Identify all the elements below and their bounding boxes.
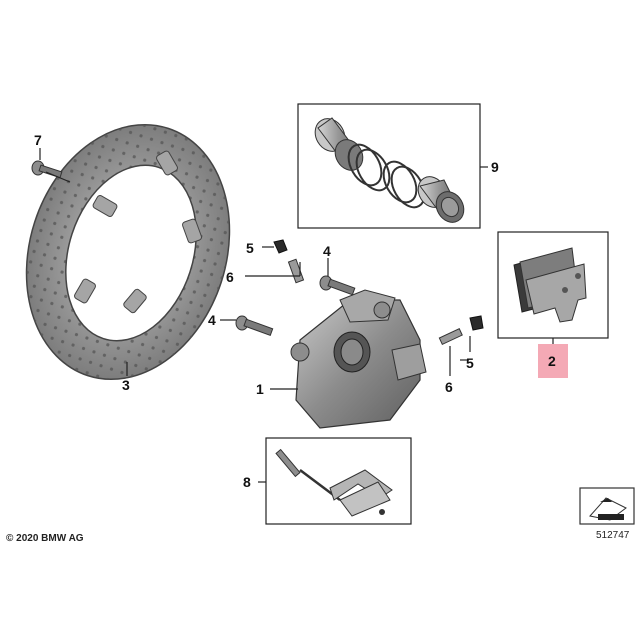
callout-5-left: 5 [246, 240, 254, 256]
copyright-text: © 2020 BMW AG [6, 533, 84, 544]
callouts: 7 3 5 6 4 4 1 9 2 5 6 8 [34, 132, 556, 490]
callout-5-right: 5 [466, 355, 474, 371]
diagram-number: 512747 [596, 530, 630, 541]
callout-1: 1 [256, 381, 264, 397]
bleed-valve-left [273, 239, 305, 284]
disc-bolt [31, 160, 63, 179]
callout-6-left: 6 [226, 269, 234, 285]
callout-6-right: 6 [445, 379, 453, 395]
diagram-corner-icon [579, 487, 635, 525]
leader-lines [39, 148, 471, 390]
brake-caliper [290, 289, 427, 429]
brake-disc [25, 123, 231, 381]
piston-right [417, 176, 465, 223]
callout-4-upper: 4 [323, 243, 331, 259]
callout-4-left: 4 [208, 312, 216, 328]
piston-kit-box [297, 103, 481, 229]
callout-8: 8 [243, 474, 251, 490]
callout-2: 2 [548, 353, 556, 369]
callout-3: 3 [122, 377, 130, 393]
caliper-bolt-left [235, 315, 274, 337]
callout-7: 7 [34, 132, 42, 148]
brake-pad-box [497, 231, 609, 339]
callout-9: 9 [491, 159, 499, 175]
pin-kit-box [265, 437, 412, 525]
callout-2-highlight [538, 344, 568, 378]
bleed-valve-right [438, 315, 484, 346]
caliper-bolt-upper [319, 275, 356, 296]
